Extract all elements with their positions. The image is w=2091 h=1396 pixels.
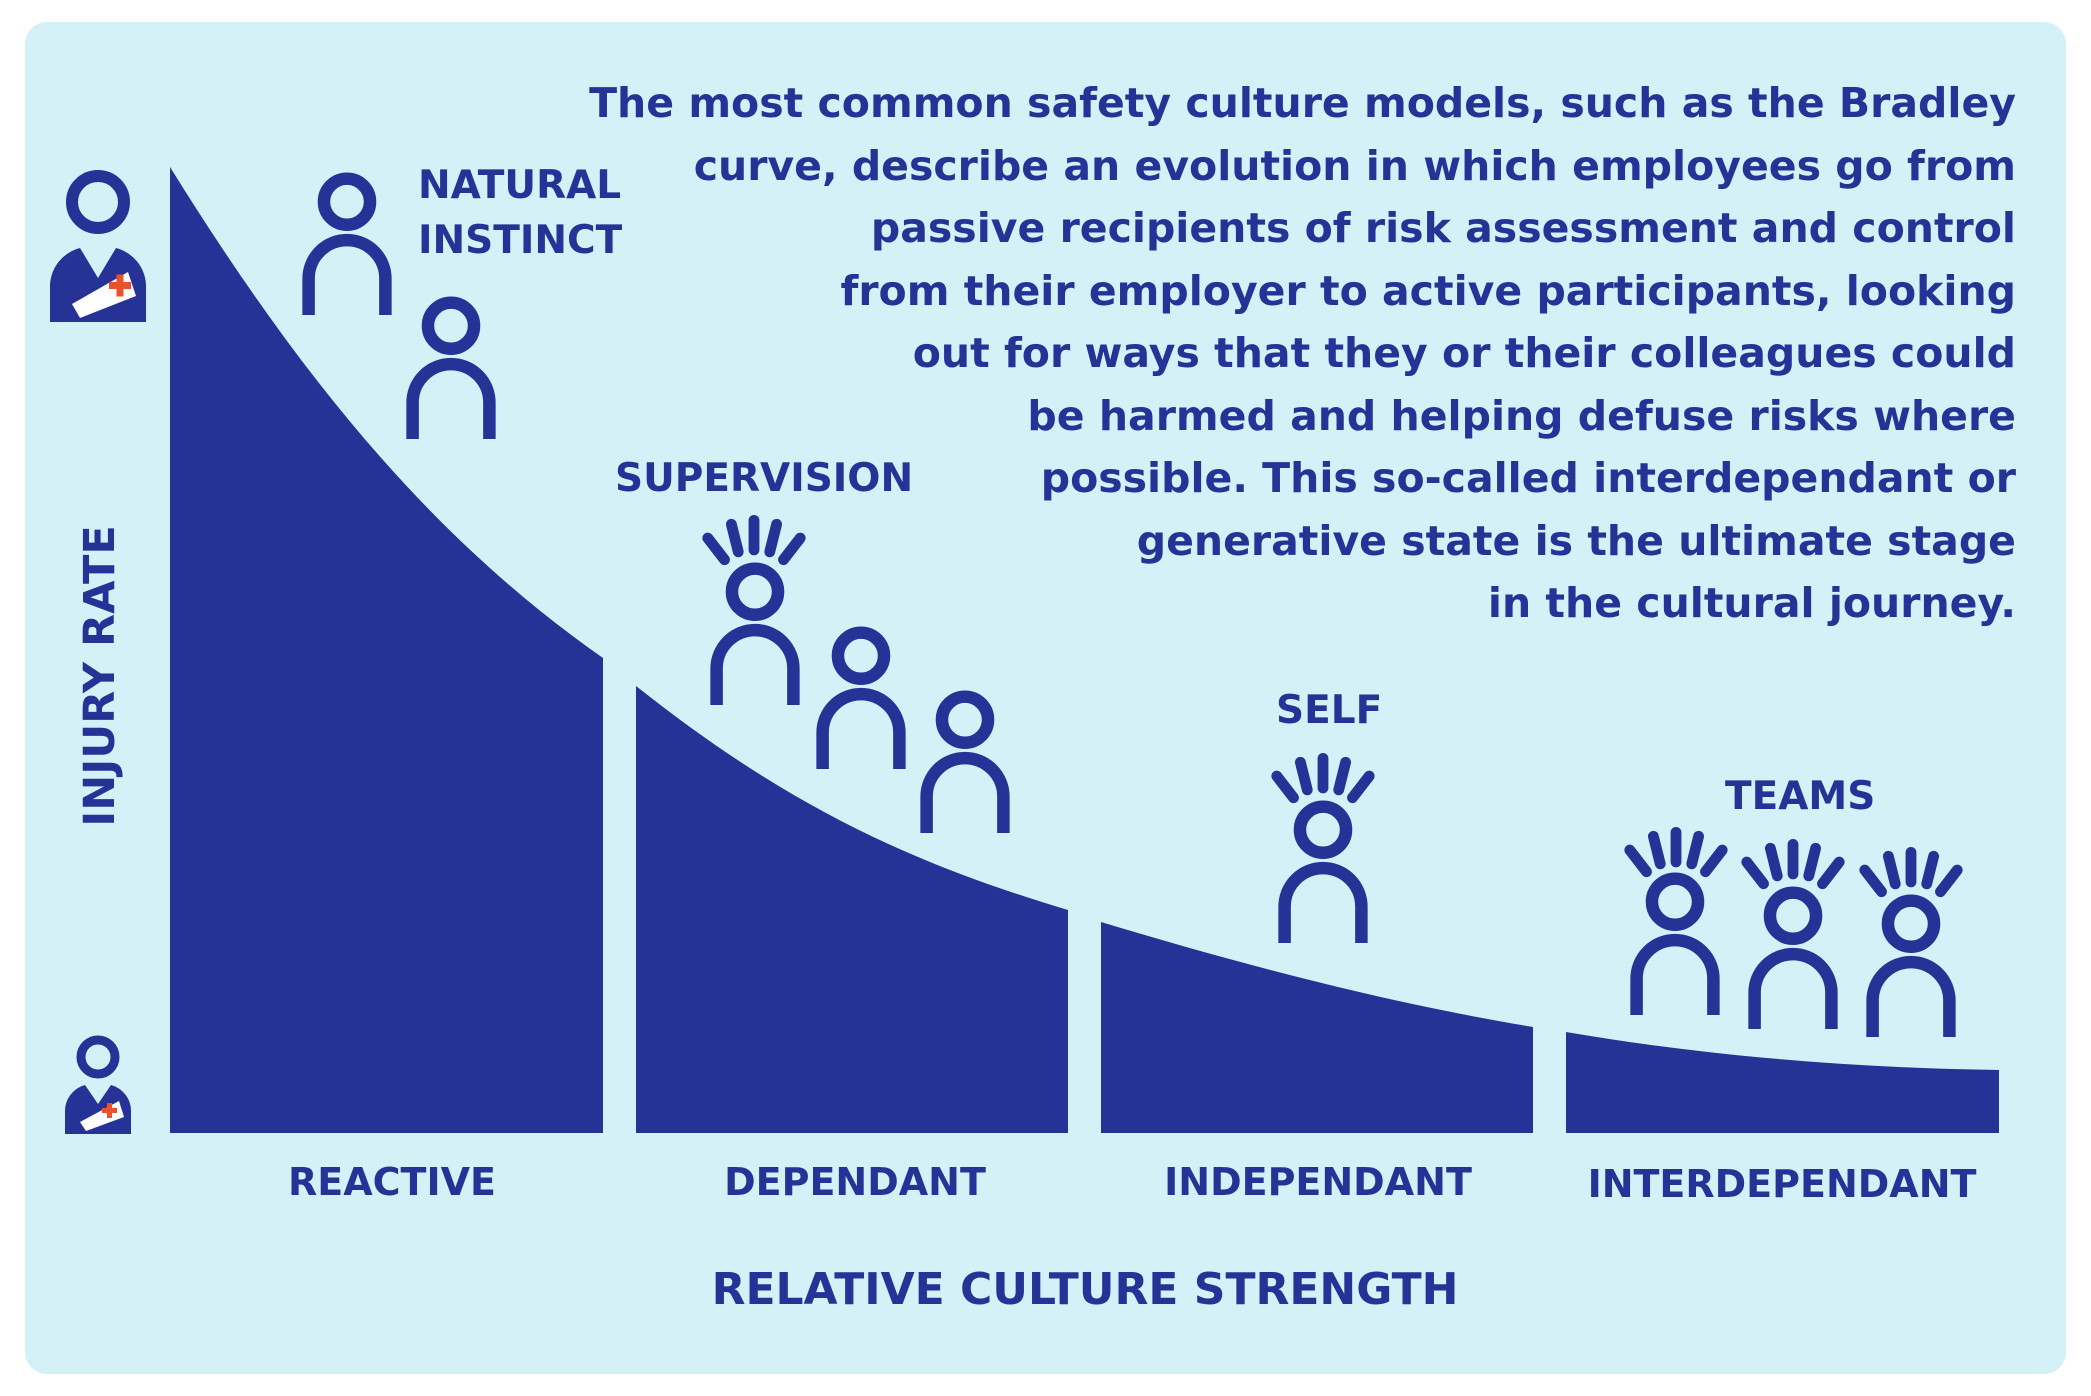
description-paragraph: The most common safety culture models, s… xyxy=(566,72,2016,635)
aware-person-icon xyxy=(1285,807,1362,943)
stage-label-line: NATURAL xyxy=(418,163,622,208)
category-label-reactive: REACTIVE xyxy=(288,1160,496,1204)
person-icon xyxy=(927,697,1004,833)
description-line: in the cultural journey. xyxy=(1487,579,2016,627)
person-icon xyxy=(823,633,900,769)
stage-label-line: INSTINCT xyxy=(418,218,623,263)
person-icon xyxy=(309,179,386,315)
aware-person-icon xyxy=(1873,901,1950,1037)
description-line: passive recipients of risk assessment an… xyxy=(870,204,2016,252)
injured-person-icon-low xyxy=(64,1035,132,1134)
injured-person-icon-high xyxy=(50,170,146,322)
aware-person-icon xyxy=(1755,893,1832,1029)
stage-label-teams: TEAMS xyxy=(1725,774,1876,819)
y-axis-label: INJURY RATE xyxy=(75,525,125,827)
rays-icon xyxy=(1747,844,1839,883)
rays-icon xyxy=(1865,852,1957,891)
category-label-dependant: DEPENDANT xyxy=(724,1160,986,1204)
aware-person-icon xyxy=(1637,879,1714,1015)
curve-segment-reactive xyxy=(170,167,603,1133)
rays-icon xyxy=(1277,758,1369,797)
stage-label-supervision: SUPERVISION xyxy=(615,456,914,501)
description-line: The most common safety culture models, s… xyxy=(589,79,2016,127)
rays-icon xyxy=(1630,832,1722,871)
category-label-interdependant: INTERDEPENDANT xyxy=(1587,1162,1977,1206)
x-axis-label: RELATIVE CULTURE STRENGTH xyxy=(711,1264,1459,1315)
person-icon xyxy=(413,303,490,439)
description-line: out for ways that they or their colleagu… xyxy=(912,329,2016,377)
curve-segment-interdependant xyxy=(1566,1032,1999,1133)
curve-segment-independant xyxy=(1101,922,1533,1133)
description-line: be harmed and helping defuse risks where xyxy=(1027,391,2016,440)
description-line: possible. This so-called interdependant … xyxy=(1040,454,2016,502)
description-line: generative state is the ultimate stage xyxy=(1136,516,2016,565)
curve-segment-dependant xyxy=(636,686,1068,1133)
stage-label-natural-instinct: NATURAL INSTINCT xyxy=(418,158,622,268)
category-label-independant: INDEPENDANT xyxy=(1164,1160,1472,1204)
stage-label-self: SELF xyxy=(1276,688,1383,733)
description-line: from their employer to active participan… xyxy=(840,266,2016,315)
description-line: curve, describe an evolution in which em… xyxy=(693,141,2016,190)
